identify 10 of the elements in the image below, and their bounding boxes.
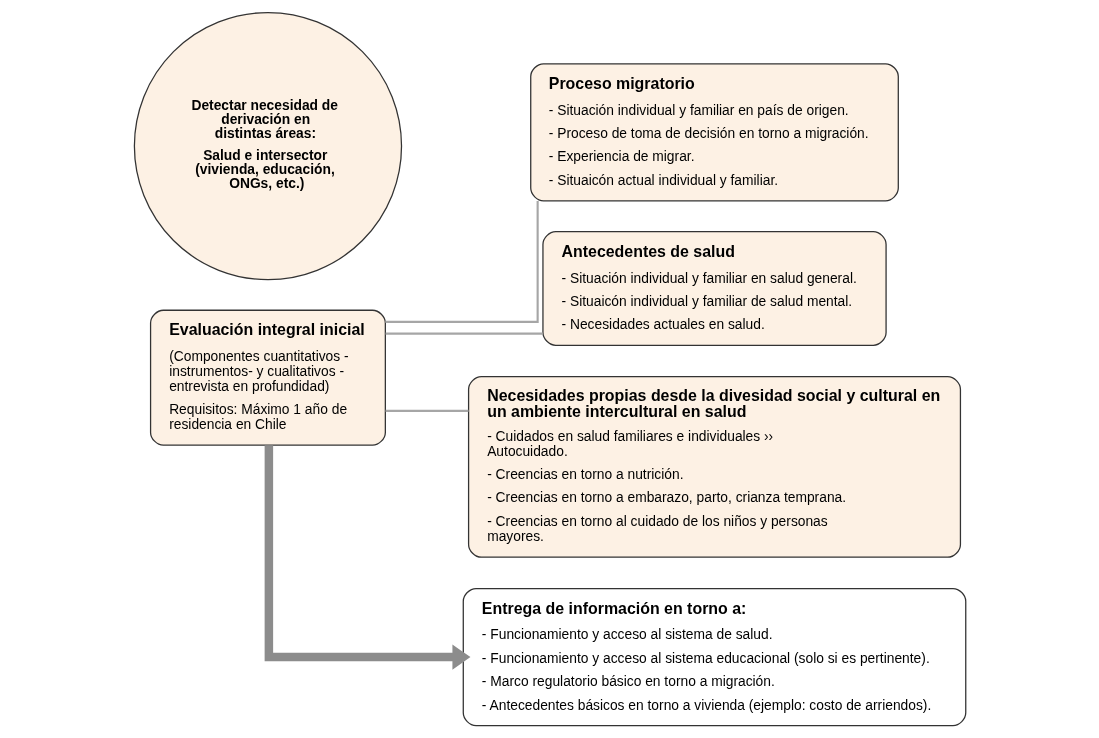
node-circle: Detectar necesidad de derivación en distintas áreas: Salud e intersector (vivienda, educación, ONGs, etc.) xyxy=(133,11,402,281)
arrow xyxy=(264,445,470,670)
node-box: Evaluación integral inicial (Componentes cuantitativos - instrumentos- y cualitativos - entrevista en profundidad) Requisitos: Máximo 1 año de residencia en Chile xyxy=(149,309,386,446)
node-box: Antecedentes de salud - Situación individual y familiar en salud general. - Situaicón individual y familiar de salud mental. - Necesidades actuales en salud. xyxy=(541,231,887,346)
connector xyxy=(385,409,468,412)
connector xyxy=(384,201,539,323)
connector xyxy=(385,332,543,335)
node-box: Proceso migratorio - Situación individual y familiar en país de origen. - Proceso de toma de decisión en torno a migración. - Experiencia de migrar. - Situaicón actual individual y familiar. xyxy=(529,63,899,202)
node-box: Necesidades propias desde la divesidad social y cultural en un ambiente intercultural en salud - Cuidados en salud familiares e individuales ›› Autocuidado. - Creencias en torno a nutrición. - Creencias en torno a embarazo, parto, crianza temprana. - Creencias en torno al cuidado de los niños y personas mayores. xyxy=(467,376,961,558)
node-box: Entrega de información en torno a: - Funcionamiento y acceso al sistema de salud. - Funcionamiento y acceso al sistema educacional (solo si es pertinente). - Marco regulatorio básico en torno a migración. - Antecedentes básicos en torno a vivienda (ejemplo: costo de arriendos). xyxy=(462,587,966,727)
